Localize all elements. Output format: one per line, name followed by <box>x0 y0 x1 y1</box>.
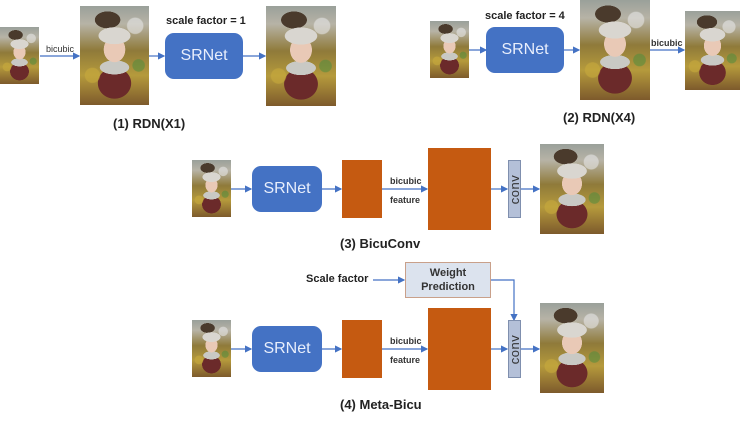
lr-input-image <box>192 320 231 377</box>
conv-layer: conv <box>507 160 522 218</box>
srnet-label: SRNet <box>263 340 311 357</box>
srnet-block: SRNet <box>252 166 322 212</box>
sr-output-image <box>266 6 336 106</box>
panel-title: (3) BicuConv <box>340 236 421 251</box>
lr-input-image <box>192 160 231 217</box>
conv-label: conv <box>507 334 522 364</box>
weight-prediction-block: Weight Prediction <box>405 262 491 298</box>
lr-input-image <box>430 21 469 78</box>
srnet-label: SRNet <box>501 41 549 58</box>
bicubic-label: bicubic <box>390 336 422 346</box>
srnet-block: SRNet <box>165 33 243 79</box>
sr-output-image <box>540 303 604 393</box>
scale-factor-input-label: Scale factor <box>306 273 369 285</box>
bicubic-label: bicubic <box>651 38 683 48</box>
bicubic-label: bicubic <box>390 176 422 186</box>
conv-label: conv <box>507 174 522 204</box>
sr-output-image <box>540 144 604 234</box>
upscaled-feature-map <box>428 148 491 230</box>
sr-x4-image <box>580 0 650 100</box>
panel-title: (1) RDN(X1) <box>113 116 186 131</box>
weight-prediction-line-2: Prediction <box>421 281 475 293</box>
panel-title: (4) Meta-Bicu <box>340 397 422 412</box>
lr-feature-map <box>342 320 382 378</box>
srnet-block: SRNet <box>486 27 564 73</box>
lr-feature-map <box>342 160 382 218</box>
srnet-block: SRNet <box>252 326 322 372</box>
bicubic-upscaled-image <box>80 6 149 105</box>
lr-input-image <box>0 27 39 84</box>
bicubic-label: bicubic <box>46 44 75 54</box>
feature-label: feature <box>390 195 421 205</box>
srnet-label: SRNet <box>263 180 311 197</box>
upscaled-feature-map <box>428 308 491 390</box>
scale-factor-label: scale factor = 1 <box>166 15 246 27</box>
arrow-p4-wp-to-conv <box>491 279 518 322</box>
feature-label: feature <box>390 355 421 365</box>
bicubic-downscaled-output-image <box>685 11 740 90</box>
scale-factor-label: scale factor = 4 <box>485 10 565 22</box>
srnet-label: SRNet <box>180 47 228 64</box>
conv-layer: conv <box>507 320 522 378</box>
weight-prediction-line-1: Weight <box>429 267 467 279</box>
panel-title: (2) RDN(X4) <box>563 110 636 125</box>
